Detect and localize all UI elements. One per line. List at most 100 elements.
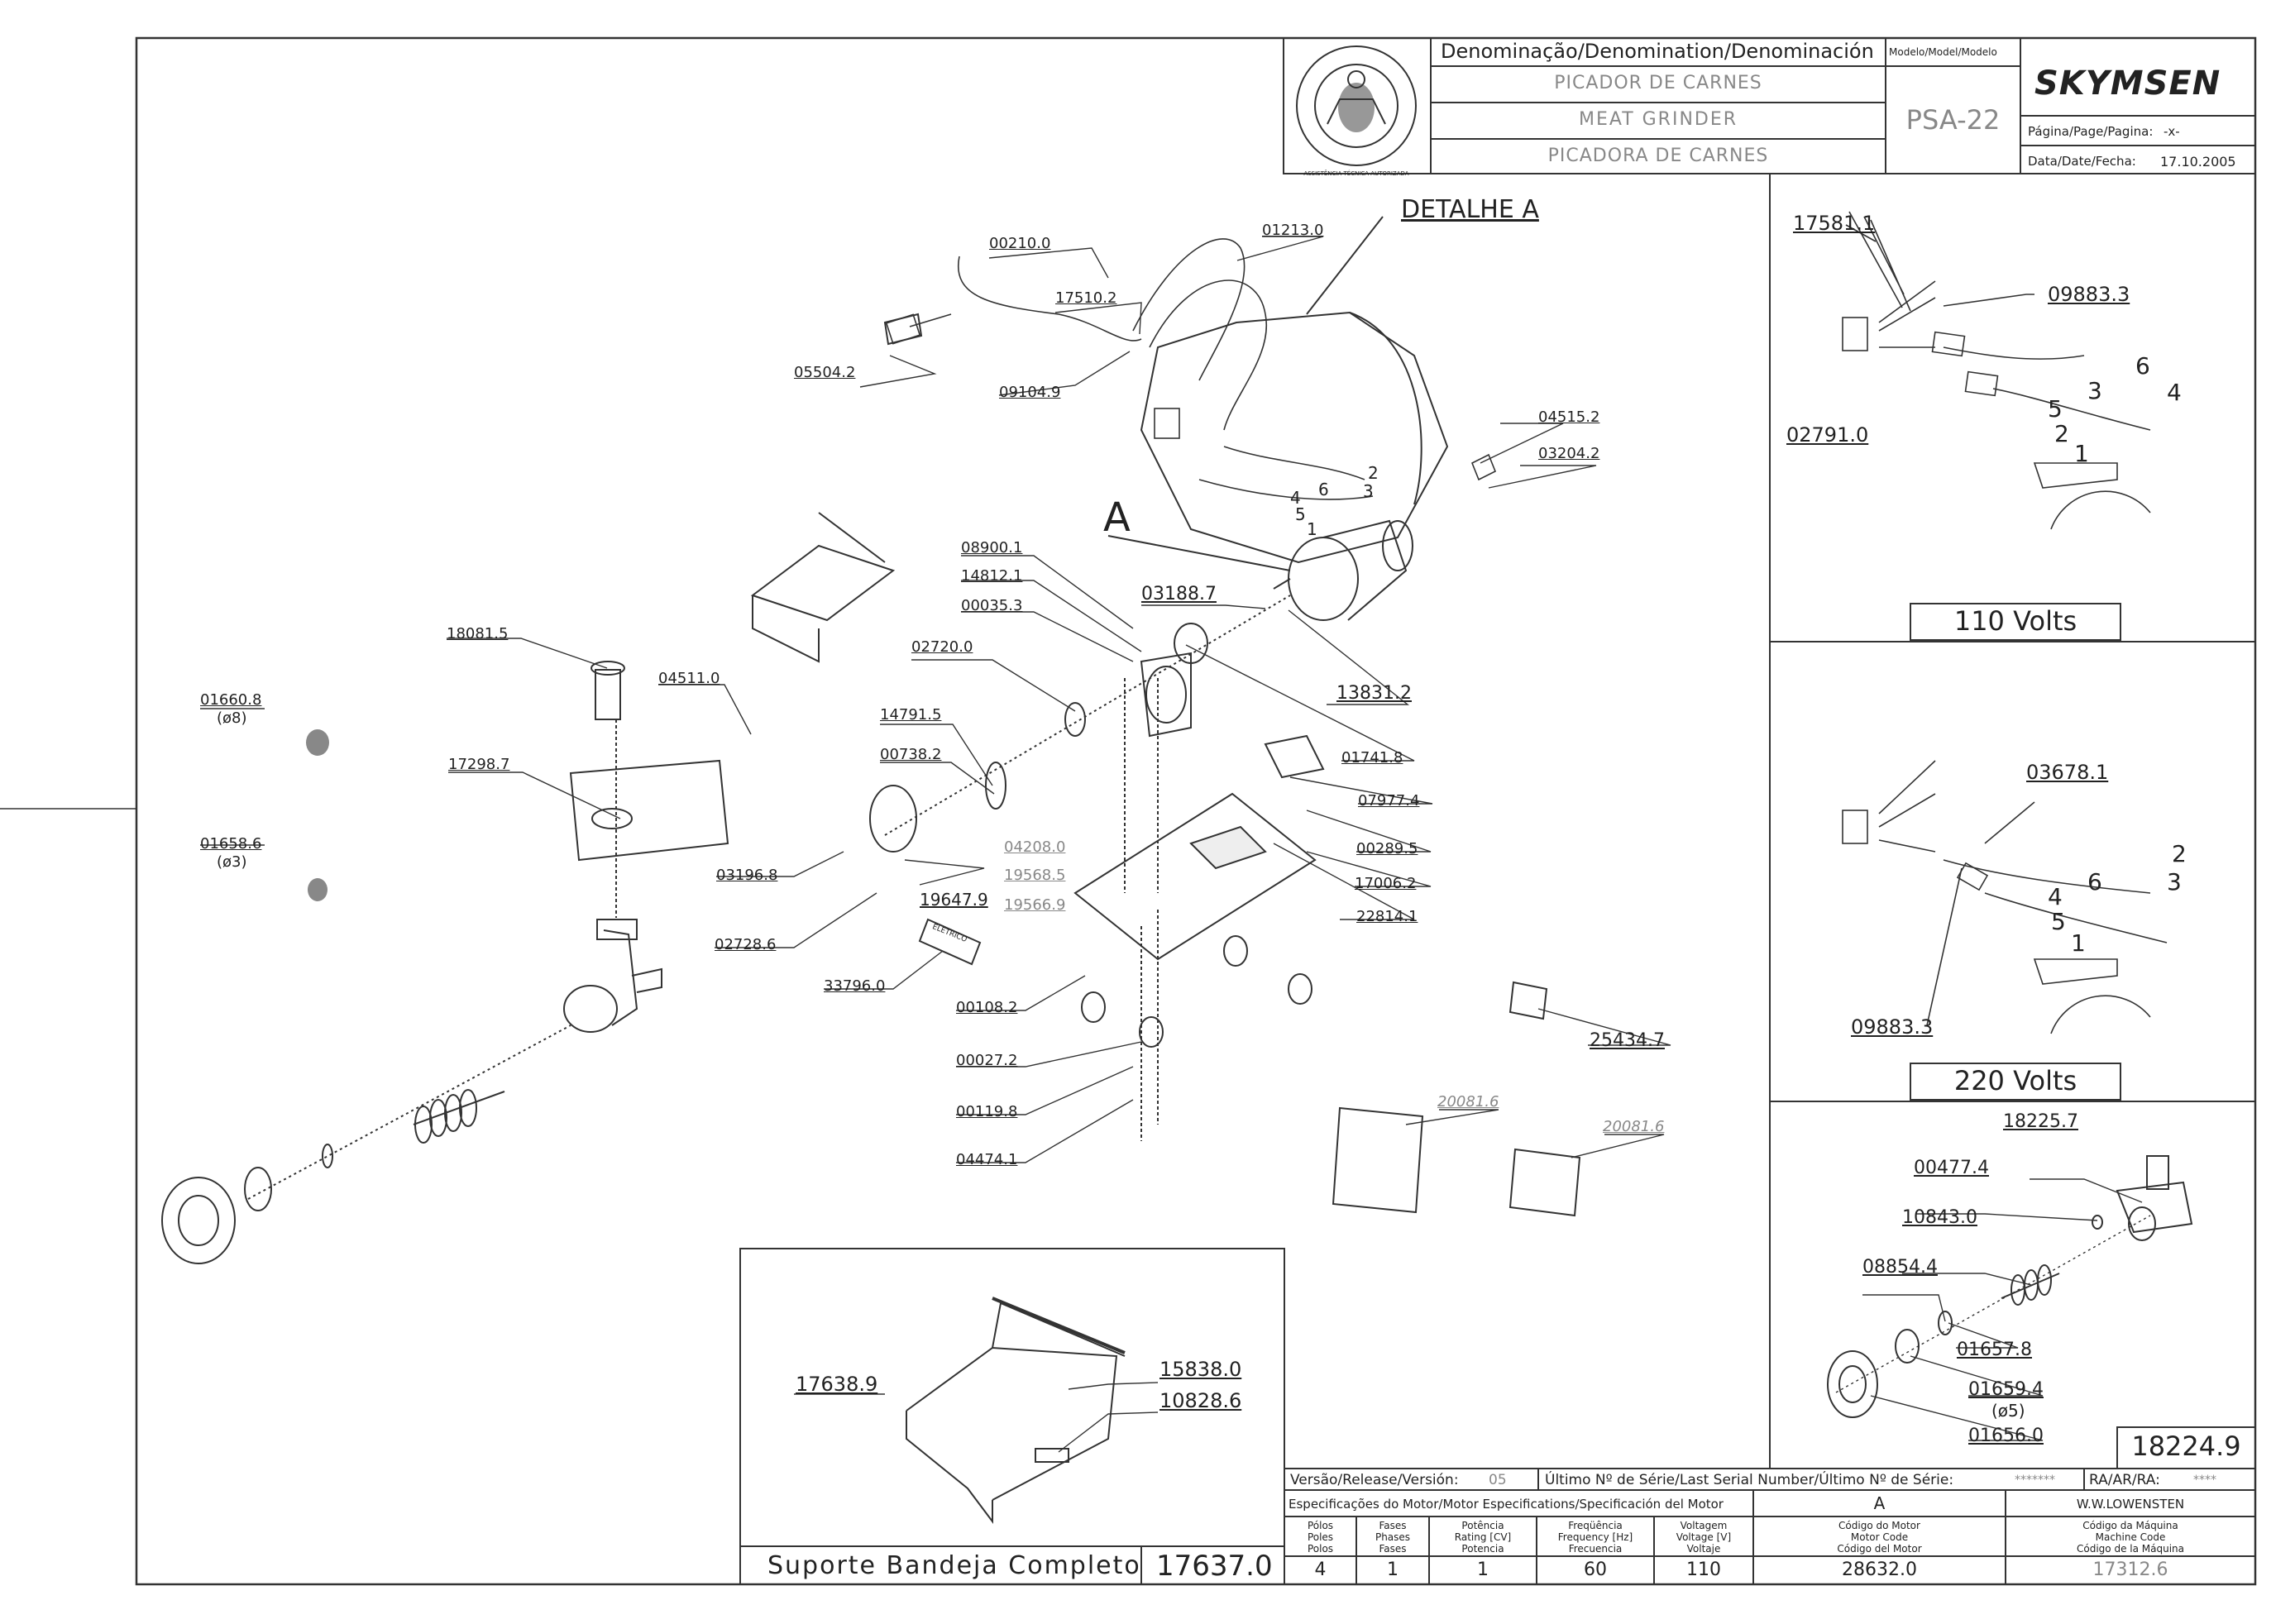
part-number: 03678.1 bbox=[2026, 761, 2109, 784]
part-number: 04208.0 bbox=[1004, 838, 1066, 856]
col-h3: Polos bbox=[1307, 1543, 1334, 1555]
col-h3: Frecuencia bbox=[1568, 1543, 1623, 1555]
part-note: (ø8) bbox=[217, 709, 247, 727]
part-number: 04511.0 bbox=[658, 670, 720, 687]
motor-letter: A bbox=[1873, 1493, 1886, 1513]
col-h2: Motor Code bbox=[1850, 1531, 1909, 1543]
part-number: 10843.0 bbox=[1902, 1207, 1977, 1228]
part-number: 22814.1 bbox=[1356, 908, 1418, 925]
detail-a-marker: A bbox=[1103, 494, 1131, 541]
detail-wire-number: 4 bbox=[1290, 488, 1301, 508]
leader-lines bbox=[200, 236, 1671, 1163]
feed-screw-assembly bbox=[161, 729, 571, 1264]
serial-value: ******* bbox=[2015, 1474, 2055, 1487]
col-h1: Pólos bbox=[1307, 1520, 1334, 1531]
col-h3: Voltaje bbox=[1686, 1543, 1721, 1555]
part-number: 14791.5 bbox=[880, 706, 942, 724]
part-number: 00108.2 bbox=[956, 999, 1018, 1016]
wire-number: 6 bbox=[2087, 868, 2102, 896]
tray-support bbox=[750, 512, 896, 663]
part-number: 03188.7 bbox=[1141, 584, 1217, 604]
part-number: 00119.8 bbox=[956, 1103, 1018, 1120]
panel-220-label: 220 Volts bbox=[1953, 1065, 2077, 1096]
detail-a-title: DETALHE A bbox=[1401, 195, 1539, 224]
inset-box bbox=[739, 1248, 1285, 1585]
part-number: 18081.5 bbox=[447, 625, 509, 642]
brand-logo: SKYMSEN bbox=[2034, 64, 2221, 103]
value-motor-code: 28632.0 bbox=[1842, 1560, 1917, 1580]
wire-number: 4 bbox=[2167, 379, 2182, 406]
part-number: 19568.5 bbox=[1004, 867, 1066, 884]
detail-wire-number: 2 bbox=[1368, 463, 1379, 483]
part-number: 00289.5 bbox=[1356, 840, 1418, 857]
version-value: 05 bbox=[1489, 1472, 1507, 1488]
part-number: 00210.0 bbox=[989, 235, 1051, 252]
col-h1: Freqüência bbox=[1568, 1520, 1623, 1531]
col-h1: Código da Máquina bbox=[2082, 1520, 2178, 1531]
part-number: 17581.1 bbox=[1793, 212, 1876, 235]
value-phases: 1 bbox=[1387, 1560, 1399, 1580]
product-name-es: PICADORA DE CARNES bbox=[1547, 146, 1769, 166]
part-number: 19647.9 bbox=[920, 890, 988, 910]
part-number: 04515.2 bbox=[1538, 408, 1600, 426]
part-number: 00738.2 bbox=[880, 746, 942, 763]
col-h3: Fases bbox=[1379, 1543, 1407, 1555]
seal-text: ASSISTÊNCIA TÉCNICA AUTORIZADA bbox=[1303, 170, 1409, 177]
wire-number: 3 bbox=[2167, 868, 2182, 896]
value-machine-code: 17312.6 bbox=[2092, 1560, 2168, 1580]
col-h1: Código do Motor bbox=[1838, 1520, 1920, 1531]
part-number: 13831.2 bbox=[1336, 683, 1412, 704]
detail-wire-number: 6 bbox=[1318, 480, 1329, 499]
part-number: 02728.6 bbox=[715, 936, 777, 953]
wire-number: 6 bbox=[2135, 352, 2150, 380]
value-rating: 1 bbox=[1477, 1560, 1489, 1580]
inset-caption: Suporte Bandeja Completo bbox=[767, 1551, 1141, 1580]
detail-a-outline bbox=[1107, 216, 1449, 571]
part-number: 02720.0 bbox=[911, 638, 973, 656]
wire-number: 4 bbox=[2048, 883, 2063, 910]
grinder-body bbox=[563, 661, 729, 1033]
part-number: 33796.0 bbox=[824, 977, 886, 995]
part-number: 02791.0 bbox=[1786, 423, 1869, 447]
page-label: Página/Page/Pagina: bbox=[2028, 124, 2154, 139]
product-name-pt: PICADOR DE CARNES bbox=[1554, 73, 1762, 93]
wire-number: 1 bbox=[2071, 929, 2086, 957]
part-number: 00477.4 bbox=[1914, 1158, 1989, 1178]
part-number: 08854.4 bbox=[1862, 1257, 1938, 1278]
part-number: 09883.3 bbox=[1851, 1015, 1934, 1039]
date-value: 17.10.2005 bbox=[2160, 154, 2236, 170]
part-number: 04474.1 bbox=[956, 1151, 1018, 1168]
part-number: 05504.2 bbox=[794, 364, 856, 381]
version-label: Versão/Release/Versión: bbox=[1290, 1472, 1459, 1488]
part-number: 01741.8 bbox=[1341, 749, 1403, 767]
part-number: 09104.9 bbox=[999, 384, 1061, 401]
detail-wire-number: 5 bbox=[1295, 504, 1306, 524]
part-number: 17510.2 bbox=[1055, 289, 1117, 307]
part-number: 00027.2 bbox=[956, 1052, 1018, 1069]
col-h2: Poles bbox=[1307, 1531, 1334, 1543]
date-label: Data/Date/Fecha: bbox=[2028, 154, 2136, 169]
part-number: 20081.6 bbox=[1437, 1093, 1499, 1111]
part-number: 03196.8 bbox=[716, 867, 778, 884]
part-number: 10828.6 bbox=[1159, 1389, 1242, 1412]
part-number: 08900.1 bbox=[961, 539, 1023, 556]
inset-code: 17637.0 bbox=[1156, 1550, 1273, 1583]
wire-number: 2 bbox=[2172, 840, 2187, 867]
drawing-border bbox=[135, 36, 2257, 1586]
col-h1: Potência bbox=[1461, 1520, 1504, 1531]
part-number: 17298.7 bbox=[448, 756, 510, 773]
motor-graphic bbox=[1273, 519, 1413, 621]
col-h2: Rating [CV] bbox=[1454, 1531, 1512, 1543]
part-number: 17638.9 bbox=[796, 1373, 878, 1396]
col-h3: Código de la Máquina bbox=[2077, 1543, 2184, 1555]
col-h2: Frequency [Hz] bbox=[1557, 1531, 1633, 1543]
part-number: 01657.8 bbox=[1957, 1340, 2032, 1360]
detail-wire-number: 1 bbox=[1307, 519, 1317, 539]
value-voltage: 110 bbox=[1686, 1560, 1721, 1580]
